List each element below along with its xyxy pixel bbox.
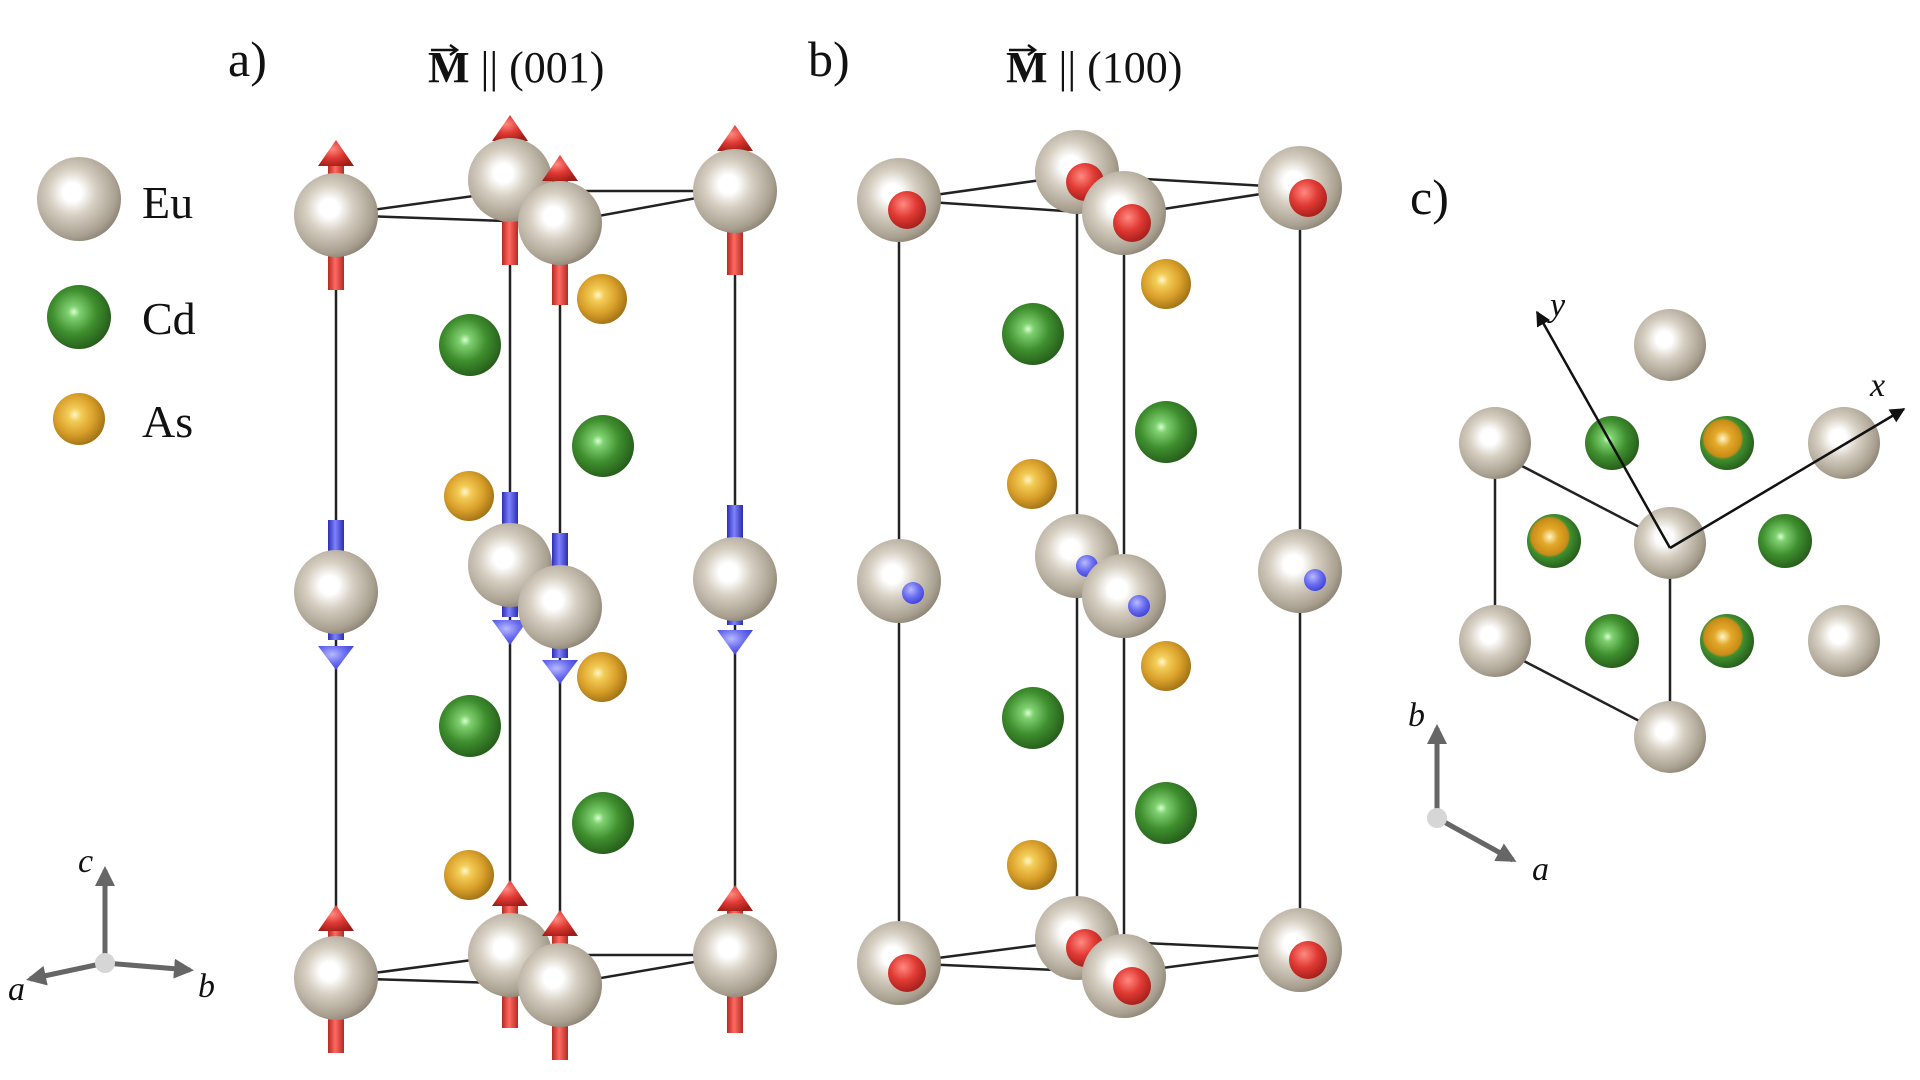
panel-label-b: b) <box>808 31 850 87</box>
eu-atoms-b <box>857 130 1342 1018</box>
axis-label-a: a <box>1532 851 1549 888</box>
interior-atoms-b <box>1002 259 1197 890</box>
eu-spin-down <box>294 520 378 670</box>
eu-atom <box>1634 309 1706 381</box>
eu-atom <box>294 173 378 257</box>
cd-atom <box>1002 687 1064 749</box>
cd-atom-swatch <box>47 285 111 349</box>
axes-triad-a: c a b <box>8 843 215 1008</box>
eu-spin-down <box>518 533 602 684</box>
cd-atom <box>1135 782 1197 844</box>
axes-triad-c: b a <box>1408 697 1549 888</box>
magnetization-direction: || (100) <box>1048 43 1183 92</box>
axis-label-b: b <box>198 968 215 1005</box>
top-view-cell <box>1493 449 1672 740</box>
eu-spin-in-plane <box>857 158 941 242</box>
eu-spin-in-plane <box>857 539 941 623</box>
eu-spin-up <box>518 155 602 305</box>
eu-spin-in-plane <box>1258 908 1342 992</box>
vector-arrow-icon <box>1009 43 1038 57</box>
eu-atom <box>1808 407 1880 479</box>
axis-label-y: y <box>1547 287 1566 324</box>
eu-spin-in-plane <box>1258 529 1342 613</box>
as-atom <box>1007 840 1057 890</box>
eu-atom <box>1634 701 1706 773</box>
eu-atom <box>693 149 777 233</box>
axis-label-a: a <box>8 971 25 1008</box>
as-atom <box>1527 514 1581 568</box>
as-atom <box>1700 614 1754 668</box>
eu-atom <box>1634 507 1706 579</box>
legend-label: Eu <box>142 177 193 228</box>
eu-atom <box>693 537 777 621</box>
eu-spin-up <box>693 125 777 275</box>
eu-spin-up <box>518 910 602 1060</box>
cd-atom <box>1585 614 1639 668</box>
panel-label-a: a) <box>228 31 267 87</box>
legend-item-as: As <box>53 393 193 447</box>
panel-c: c) y x b <box>1408 169 1906 888</box>
eu-atom <box>294 936 378 1020</box>
eu-atom <box>1459 605 1531 677</box>
eu-atom <box>518 181 602 265</box>
eu-spin-in-plane <box>857 921 941 1005</box>
eu-spin-up <box>294 140 378 290</box>
cd-atom <box>572 415 634 477</box>
as-atom <box>1700 416 1754 470</box>
as-atom <box>444 850 494 900</box>
panel-b: b) M || (100) <box>808 31 1342 1018</box>
legend-label: As <box>142 396 193 447</box>
eu-atom <box>693 913 777 997</box>
eu-spin-in-plane <box>1258 146 1342 230</box>
axis-label-b: b <box>1408 697 1425 734</box>
eu-spin-in-plane <box>1082 554 1166 638</box>
top-view-atoms <box>1459 309 1880 773</box>
cd-atom <box>439 695 501 757</box>
eu-spin-in-plane <box>1082 171 1166 255</box>
eu-atoms-a <box>294 115 777 1060</box>
eu-atom <box>294 550 378 634</box>
eu-spin-down <box>693 505 777 655</box>
legend-item-cd: Cd <box>47 285 196 349</box>
legend-item-eu: Eu <box>37 157 193 241</box>
legend-label: Cd <box>142 293 196 344</box>
eu-atom <box>1459 407 1531 479</box>
as-atom <box>1141 259 1191 309</box>
eu-atom <box>1258 529 1342 613</box>
as-atom <box>1141 641 1191 691</box>
cd-atom <box>1758 514 1812 568</box>
eu-atom <box>1082 554 1166 638</box>
eu-spin-up <box>294 905 378 1053</box>
legend: Eu Cd As <box>37 157 196 447</box>
xy-axes: y x <box>1535 287 1906 550</box>
cd-atom <box>439 314 501 376</box>
eu-atom <box>1808 605 1880 677</box>
as-atom <box>1007 459 1057 509</box>
panel-a: a) M || (001) <box>8 31 777 1060</box>
as-atom-swatch <box>53 393 105 445</box>
cd-atom <box>1002 303 1064 365</box>
as-atom <box>577 652 627 702</box>
vector-arrow-icon <box>431 43 460 57</box>
panel-b-title: M || (100) <box>1006 43 1182 92</box>
magnetization-direction: || (001) <box>470 43 605 92</box>
eu-atom <box>857 539 941 623</box>
eu-atom-swatch <box>37 157 121 241</box>
panel-a-title: M || (001) <box>428 43 604 92</box>
panel-label-c: c) <box>1410 169 1449 225</box>
as-atom <box>577 274 627 324</box>
interior-atoms-a <box>439 274 634 900</box>
eu-spin-in-plane <box>1082 934 1166 1018</box>
eu-spin-up <box>693 885 777 1033</box>
eu-atom <box>518 943 602 1027</box>
cd-atom <box>572 792 634 854</box>
as-atom <box>444 471 494 521</box>
axis-label-x: x <box>1869 367 1885 404</box>
eu-atom <box>518 565 602 649</box>
axis-label-c: c <box>78 843 93 880</box>
cd-atom <box>1135 401 1197 463</box>
